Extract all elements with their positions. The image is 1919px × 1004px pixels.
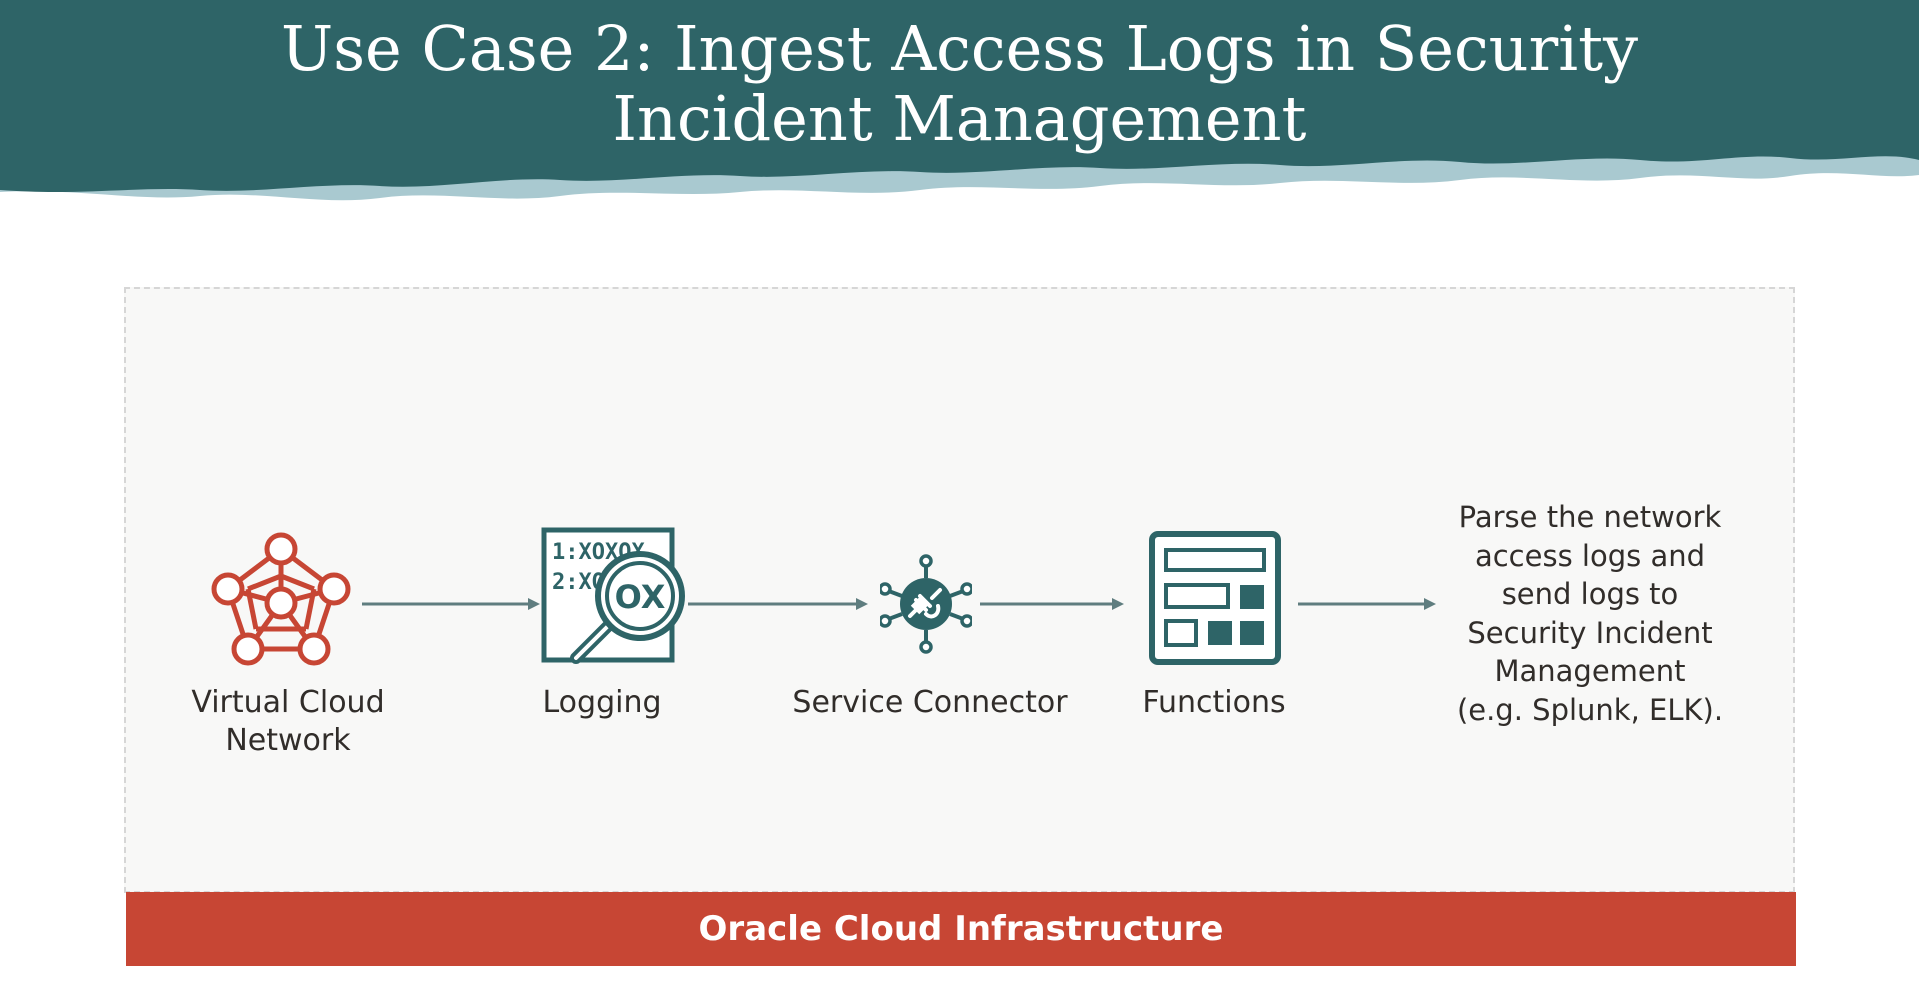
footer-label: Oracle Cloud Infrastructure: [698, 909, 1224, 949]
outcome-line-4: Security Incident: [1467, 615, 1713, 650]
arrow-service-connector-to-functions: [980, 598, 1124, 610]
outcome-line-3: send logs to: [1501, 577, 1679, 611]
network-icon: [211, 532, 351, 666]
title-line-1: Use Case 2: Ingest Access Logs in Securi…: [280, 12, 1639, 85]
logging-icon-magnifier-text: OX: [615, 578, 666, 616]
title-line-2: Incident Management: [612, 82, 1307, 155]
logging-label: Logging: [542, 685, 662, 720]
functions-node: [1148, 530, 1284, 670]
vcn-label-line-2: Network: [225, 723, 351, 758]
torn-paper-band: [0, 0, 1919, 201]
outcome-line-5: Management: [1494, 654, 1686, 688]
service-connector-label: Service Connector: [792, 685, 1068, 720]
arrow-functions-to-outcome: [1298, 598, 1436, 610]
outcome-line-2: access logs and: [1474, 538, 1706, 573]
virtual-cloud-network-node: [210, 532, 352, 672]
service-connector-icon: [878, 554, 974, 654]
logging-icon: 1:XOXOX 2:XO OX: [541, 527, 685, 664]
outcome-line-6: (e.g. Splunk, ELK).: [1456, 692, 1724, 727]
outcome-line-1: Parse the network: [1458, 500, 1722, 534]
outcome-description: Parse the network access logs and send l…: [1440, 498, 1740, 729]
logging-node: 1:XOXOX 2:XO OX: [540, 526, 690, 672]
functions-label: Functions: [1142, 685, 1286, 720]
diagram-panel: [124, 287, 1795, 893]
oracle-cloud-infrastructure-bar: Oracle Cloud Infrastructure: [126, 892, 1796, 966]
vcn-label-line-1: Virtual Cloud: [191, 685, 385, 720]
functions-icon: [1149, 531, 1281, 665]
page-title: Use Case 2: Ingest Access Logs in Securi…: [0, 14, 1919, 154]
virtual-cloud-network-label: Virtual Cloud Network: [166, 684, 410, 760]
arrow-logging-to-service-connector: [688, 598, 868, 610]
header-band: Use Case 2: Ingest Access Logs in Securi…: [0, 0, 1919, 220]
arrow-vcn-to-logging: [362, 598, 540, 610]
service-connector-node: [878, 554, 974, 658]
